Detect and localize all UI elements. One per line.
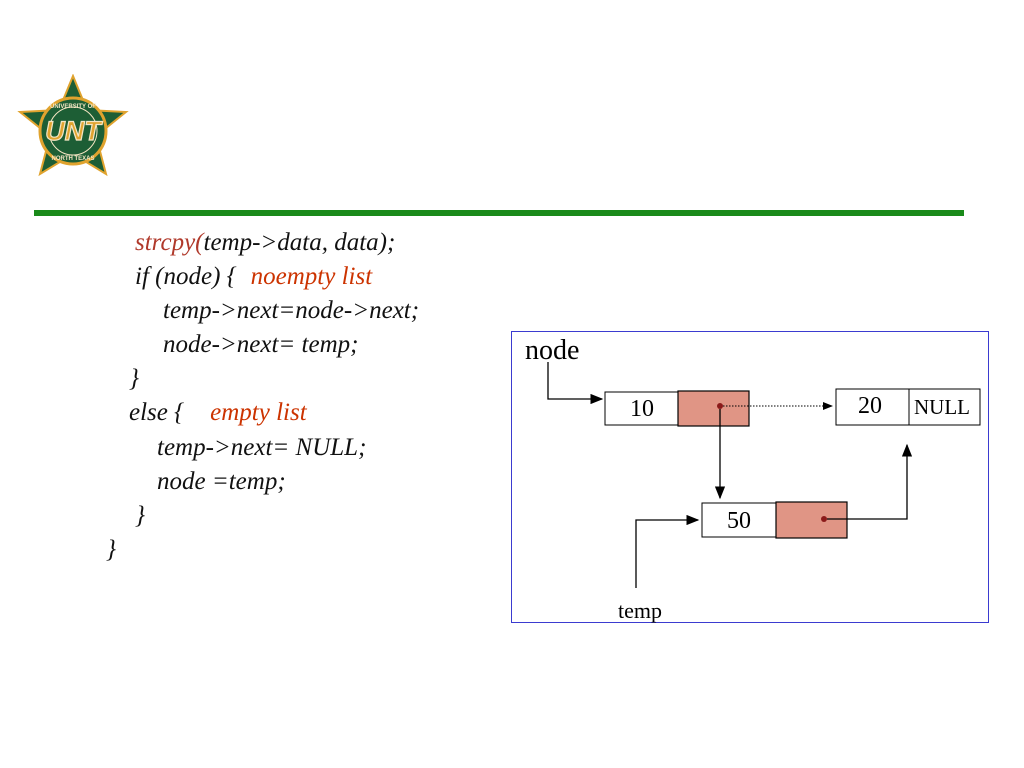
node-10-data-cell <box>604 391 679 426</box>
code-line-2: if (node) { noempty list <box>135 264 372 289</box>
node-50-next-cell <box>775 501 848 539</box>
code-line-9: } <box>135 502 145 529</box>
comment-empty-list: empty list <box>210 399 307 426</box>
logo-ring <box>38 96 108 166</box>
code-else: else { <box>129 399 185 426</box>
code-args: temp->data, data); <box>203 229 396 256</box>
unt-logo: UNIVERSITY OF NORTH TEXAS UNT <box>17 74 129 177</box>
code-line-1: strcpy(temp->data, data); <box>135 230 395 255</box>
node-20-null-label: NULL <box>914 395 970 419</box>
comment-noempty-list: noempty list <box>250 263 373 290</box>
code-line-7: temp->next= NULL; <box>157 434 367 461</box>
logo-ring-top: UNIVERSITY OF <box>50 104 96 110</box>
code-line-3: temp->next=node->next; <box>163 297 420 324</box>
logo-ring-bottom: NORTH TEXAS <box>51 156 94 162</box>
code-line-5: } <box>129 365 139 392</box>
temp-pointer-arrow <box>635 514 700 588</box>
code-line-4: node->next= temp; <box>163 331 359 358</box>
node-50-value: 50 <box>727 508 751 534</box>
node-10-value: 10 <box>630 396 654 422</box>
node-10-next-cell <box>677 390 750 427</box>
logo-wordmark: UNT <box>45 116 103 146</box>
node-20-value: 20 <box>858 393 882 419</box>
node-pointer-arrow <box>547 362 604 405</box>
node-10-pointer-dot <box>717 403 723 409</box>
diagram-arrows <box>547 362 981 588</box>
code-line-10: } <box>106 536 116 563</box>
code-line-8: node =temp; <box>157 468 286 495</box>
code-function-name: strcpy( <box>135 229 204 256</box>
node-20-data-cell <box>835 388 910 426</box>
temp-pointer-label: temp <box>618 598 662 623</box>
title-divider <box>34 210 964 216</box>
node-50-next-arrow <box>827 443 913 520</box>
linked-list-diagram: node 10 20 NULL 50 temp <box>511 331 989 623</box>
code-if: if (node) { <box>135 263 237 290</box>
code-line-6: else { empty list <box>129 400 307 425</box>
node-20-next-cell <box>908 388 981 426</box>
node-50-pointer-dot <box>821 516 827 522</box>
node-pointer-label: node <box>525 335 580 366</box>
